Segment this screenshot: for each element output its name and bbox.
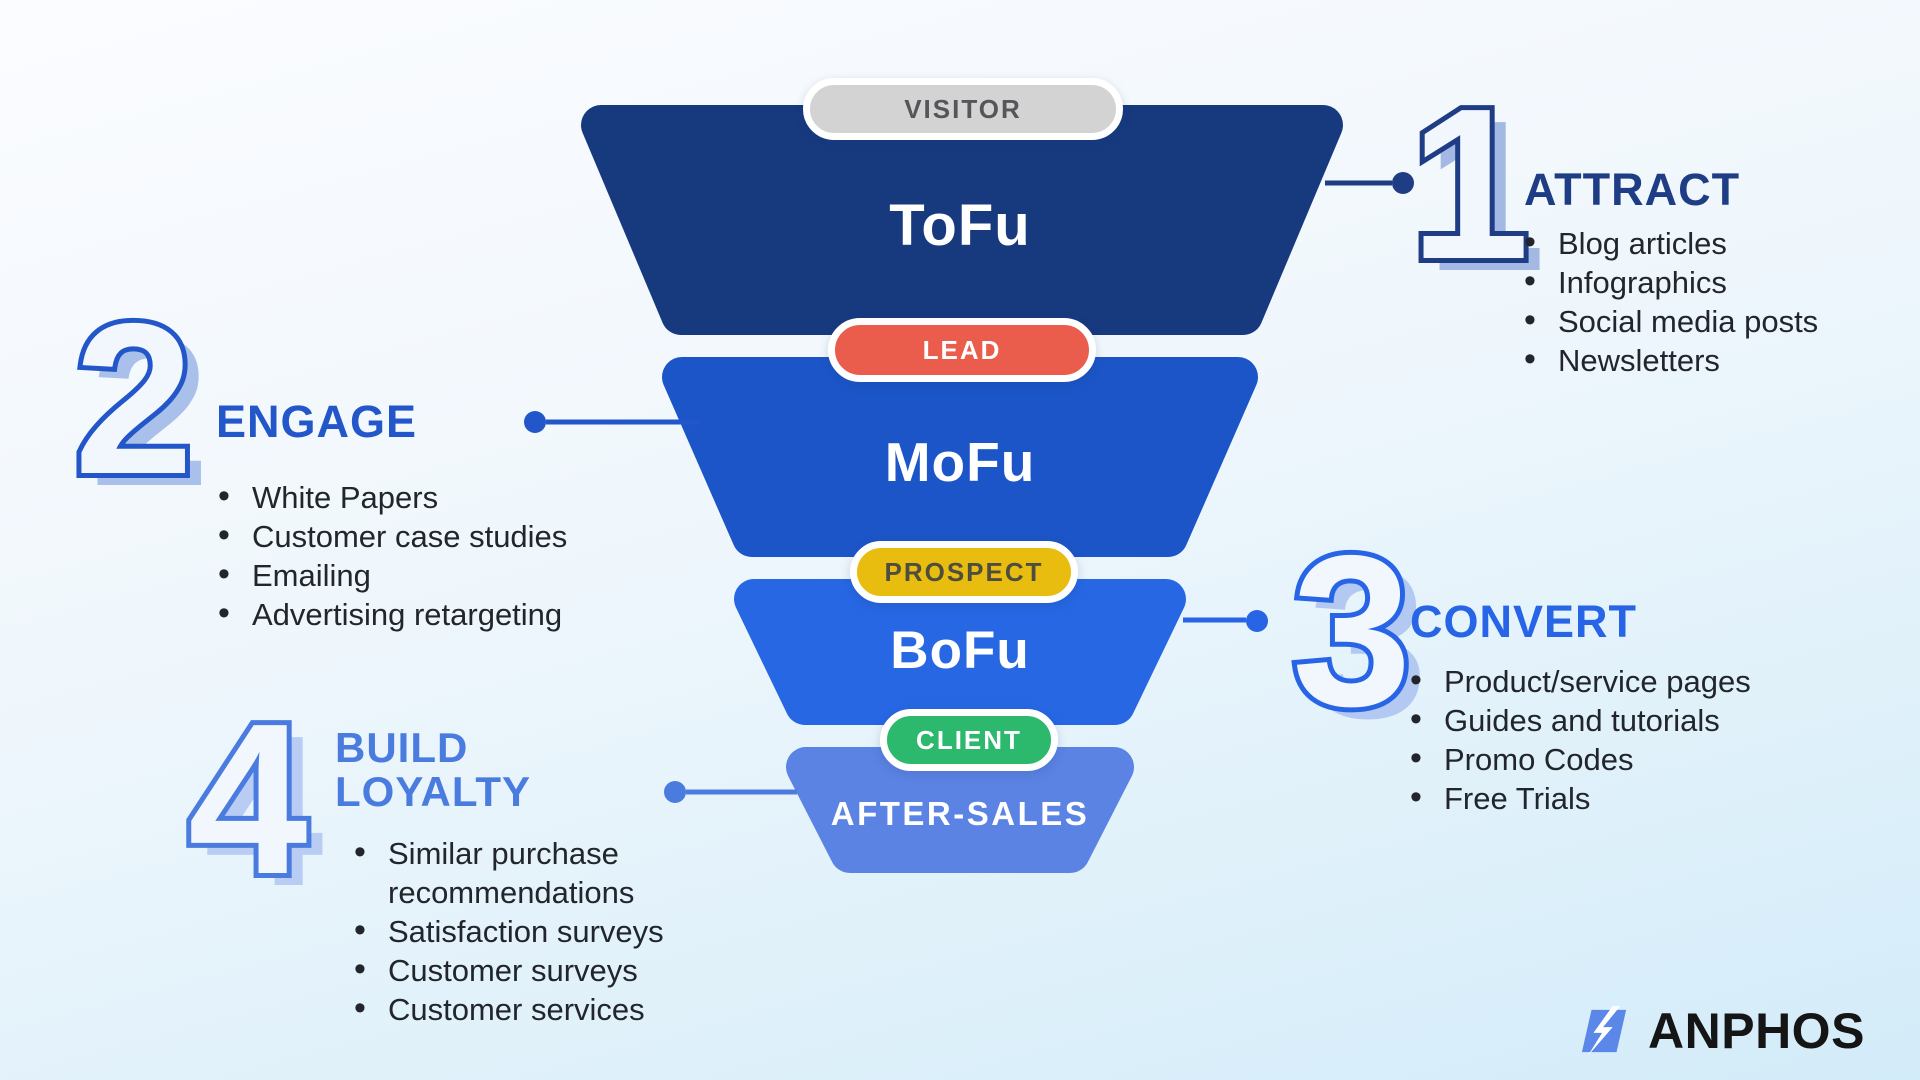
badge-client: CLIENT <box>880 709 1058 771</box>
section-number-4-glyph: 4 <box>188 678 308 919</box>
brand-logo: ANPHOS <box>1576 1002 1865 1060</box>
connector-dot-2 <box>524 411 546 433</box>
list-item: Newsletters <box>1522 340 1920 380</box>
section-title-convert: CONVERT <box>1410 596 1638 647</box>
connector-dot-1 <box>1392 172 1414 194</box>
anphos-logo-icon <box>1581 1006 1627 1056</box>
section-title-build-loyalty-line1: BUILD <box>335 724 469 771</box>
badge-lead: LEAD <box>828 318 1096 382</box>
stage-label-tofu: ToFu <box>889 193 1031 258</box>
section-number-2: 2 2 <box>69 273 210 531</box>
list-item: Blog articles <box>1522 223 1920 263</box>
list-item: Promo Codes <box>1408 739 1868 779</box>
list-item: Customer case studies <box>216 516 676 556</box>
list-item: Infographics <box>1522 262 1920 302</box>
badge-prospect-label: PROSPECT <box>884 556 1044 587</box>
attract-bullet-list: Blog articles Infographics Social media … <box>1522 223 1920 380</box>
list-item: Emailing <box>216 555 676 595</box>
badge-visitor: VISITOR <box>803 78 1123 140</box>
section-number-2-glyph: 2 <box>74 278 194 519</box>
badge-client-label: CLIENT <box>916 724 1022 755</box>
connector-dot-3 <box>1246 610 1268 632</box>
list-item: Advertising retargeting <box>216 594 676 634</box>
list-item: Satisfaction surveys <box>352 911 692 951</box>
section-number-2-shadow: 2 <box>90 290 210 531</box>
convert-bullet-list: Product/service pages Guides and tutoria… <box>1408 661 1868 818</box>
section-title-attract: ATTRACT <box>1524 164 1741 215</box>
stage-label-aftersales: AFTER-SALES <box>830 795 1090 832</box>
section-number-3-glyph: 3 <box>1292 510 1412 751</box>
list-item: Product/service pages <box>1408 661 1868 701</box>
section-title-engage: ENGAGE <box>216 396 418 447</box>
list-item: Customer services <box>352 989 692 1029</box>
build-loyalty-bullet-list: Similar purchase recommendations Satisfa… <box>352 833 692 1029</box>
anphos-logo-text: ANPHOS <box>1648 1003 1865 1059</box>
section-number-4-shadow: 4 <box>204 690 324 931</box>
stage-label-bofu: BoFu <box>890 621 1030 680</box>
connector-dot-4 <box>664 781 686 803</box>
list-item: Similar purchase recommendations <box>352 833 692 912</box>
stage-label-mofu: MoFu <box>884 431 1036 493</box>
engage-bullet-list: White Papers Customer case studies Email… <box>216 477 676 634</box>
section-number-4: 4 4 <box>183 673 324 931</box>
list-item: Customer surveys <box>352 950 692 990</box>
list-item: Social media posts <box>1522 301 1920 341</box>
section-number-3: 3 3 <box>1287 505 1428 763</box>
badge-lead-label: LEAD <box>922 334 1002 365</box>
section-title-build-loyalty-line2: LOYALTY <box>335 768 532 815</box>
list-item: Guides and tutorials <box>1408 700 1868 740</box>
section-title-build-loyalty: BUILD LOYALTY <box>335 726 531 814</box>
list-item: Free Trials <box>1408 778 1868 818</box>
list-item: White Papers <box>216 477 676 517</box>
badge-visitor-label: VISITOR <box>904 93 1022 124</box>
section-number-1-glyph: 1 <box>1410 63 1530 304</box>
section-number-1: 1 1 <box>1405 58 1546 316</box>
badge-prospect: PROSPECT <box>850 541 1078 603</box>
